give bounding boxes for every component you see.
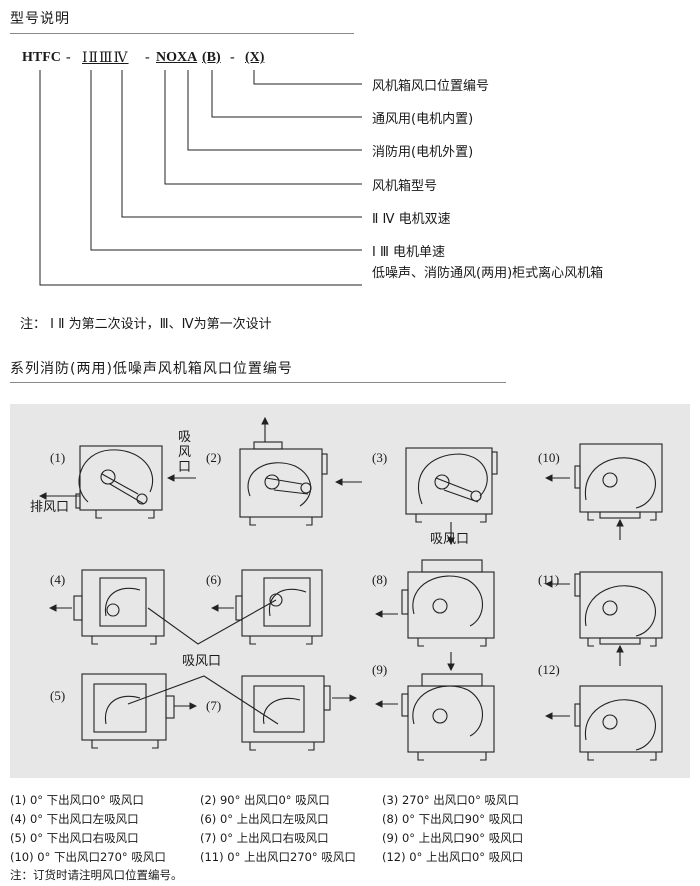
fan-box-diagrams <box>38 416 663 761</box>
fan-box-9 <box>374 652 495 761</box>
model-code-leader-lines <box>39 70 362 286</box>
diagram-label-8: (8) <box>372 572 388 587</box>
model-code-model: NOXA <box>156 50 198 65</box>
model-code-dash: - <box>66 50 71 65</box>
diagram-label-12: (12) <box>538 662 560 677</box>
fan-box-12 <box>544 685 663 761</box>
legend-item: (11) 0° 上出风口270° 吸风口 <box>200 850 356 864</box>
diagram-label-7: (7) <box>206 698 222 713</box>
desc-ventilation: 通风用(电机内置) <box>372 112 474 127</box>
desc-fire: 消防用(电机外置) <box>372 145 474 160</box>
order-note: 注：订货时请注明风口位置编号。 <box>10 868 183 882</box>
desc-dual-speed: Ⅱ Ⅳ 电机双速 <box>372 212 451 227</box>
diagram-label-6: (6) <box>206 572 222 587</box>
fan-box-6 <box>210 569 323 645</box>
exhaust-port-label: 排风口 <box>30 500 70 515</box>
suction-port-label: 吸风口 <box>182 654 222 669</box>
fan-box-2 <box>239 416 362 526</box>
diagram-label-1: (1) <box>50 450 66 465</box>
model-code-b: (B) <box>202 50 221 65</box>
outlet-section-title: 系列消防(两用)低噪声风机箱风口位置编号 <box>10 361 293 377</box>
desc-product: 低噪声、消防通风(两用)柜式离心风机箱 <box>372 266 604 281</box>
model-code-x: (X) <box>245 50 265 65</box>
diagram-label-9: (9) <box>372 662 388 677</box>
model-section-title: 型号说明 <box>10 11 70 27</box>
diagram-label-4: (4) <box>50 572 66 587</box>
legend-item: (3) 270° 出风口0° 吸风口 <box>382 793 520 807</box>
diagram-label-3: (3) <box>372 450 388 465</box>
legend-item: (10) 0° 下出风口270° 吸风口 <box>10 850 166 864</box>
fan-box-1 <box>38 445 196 519</box>
model-code-roman: ⅠⅡⅢⅣ <box>82 51 129 66</box>
fan-box-4 <box>48 569 165 645</box>
diagram-label-5: (5) <box>50 688 66 703</box>
suction-port-label: 吸风口 <box>178 430 192 475</box>
fan-box-7 <box>241 675 358 751</box>
legend-item: (2) 90° 出风口0° 吸风口 <box>200 793 330 807</box>
diagram-label-11: (11) <box>538 572 560 587</box>
model-code-dash: - <box>230 50 235 65</box>
suction-port-label: 吸风口 <box>430 532 470 547</box>
desc-outlet-number: 风机箱风口位置编号 <box>372 79 490 94</box>
legend-item: (12) 0° 上出风口0° 吸风口 <box>382 850 524 864</box>
design-note: 注： Ⅰ Ⅱ 为第二次设计，Ⅲ、Ⅳ为第一次设计 <box>20 317 272 332</box>
fan-box-3 <box>405 447 498 546</box>
diagram-label-10: (10) <box>538 450 560 465</box>
model-code-dash: - <box>145 50 150 65</box>
diagram-label-2: (2) <box>206 450 222 465</box>
section-divider <box>10 382 506 383</box>
legend-item: (6) 0° 上出风口左吸风口 <box>200 812 329 826</box>
fan-box-11 <box>544 571 663 666</box>
legend-item: (8) 0° 下出风口90° 吸风口 <box>382 812 524 826</box>
legend-item: (4) 0° 下出风口左吸风口 <box>10 812 139 826</box>
model-code-prefix: HTFC <box>22 50 61 65</box>
legend-item: (9) 0° 上出风口90° 吸风口 <box>382 831 524 845</box>
fan-box-8 <box>374 559 495 647</box>
outlet-diagram-panel: (1) (2) (3) (4) (5) (6) (7) (8) (9) (10)… <box>10 404 690 778</box>
legend-item: (5) 0° 下出风口右吸风口 <box>10 831 139 845</box>
desc-model: 风机箱型号 <box>372 179 438 194</box>
fan-box-10 <box>544 443 663 540</box>
legend-item: (7) 0° 上出风口右吸风口 <box>200 831 329 845</box>
fan-box-5 <box>81 673 198 749</box>
legend-item: (1) 0° 下出风口0° 吸风口 <box>10 793 144 807</box>
section-divider <box>10 33 354 34</box>
desc-single-speed: Ⅰ Ⅲ 电机单速 <box>372 245 446 260</box>
